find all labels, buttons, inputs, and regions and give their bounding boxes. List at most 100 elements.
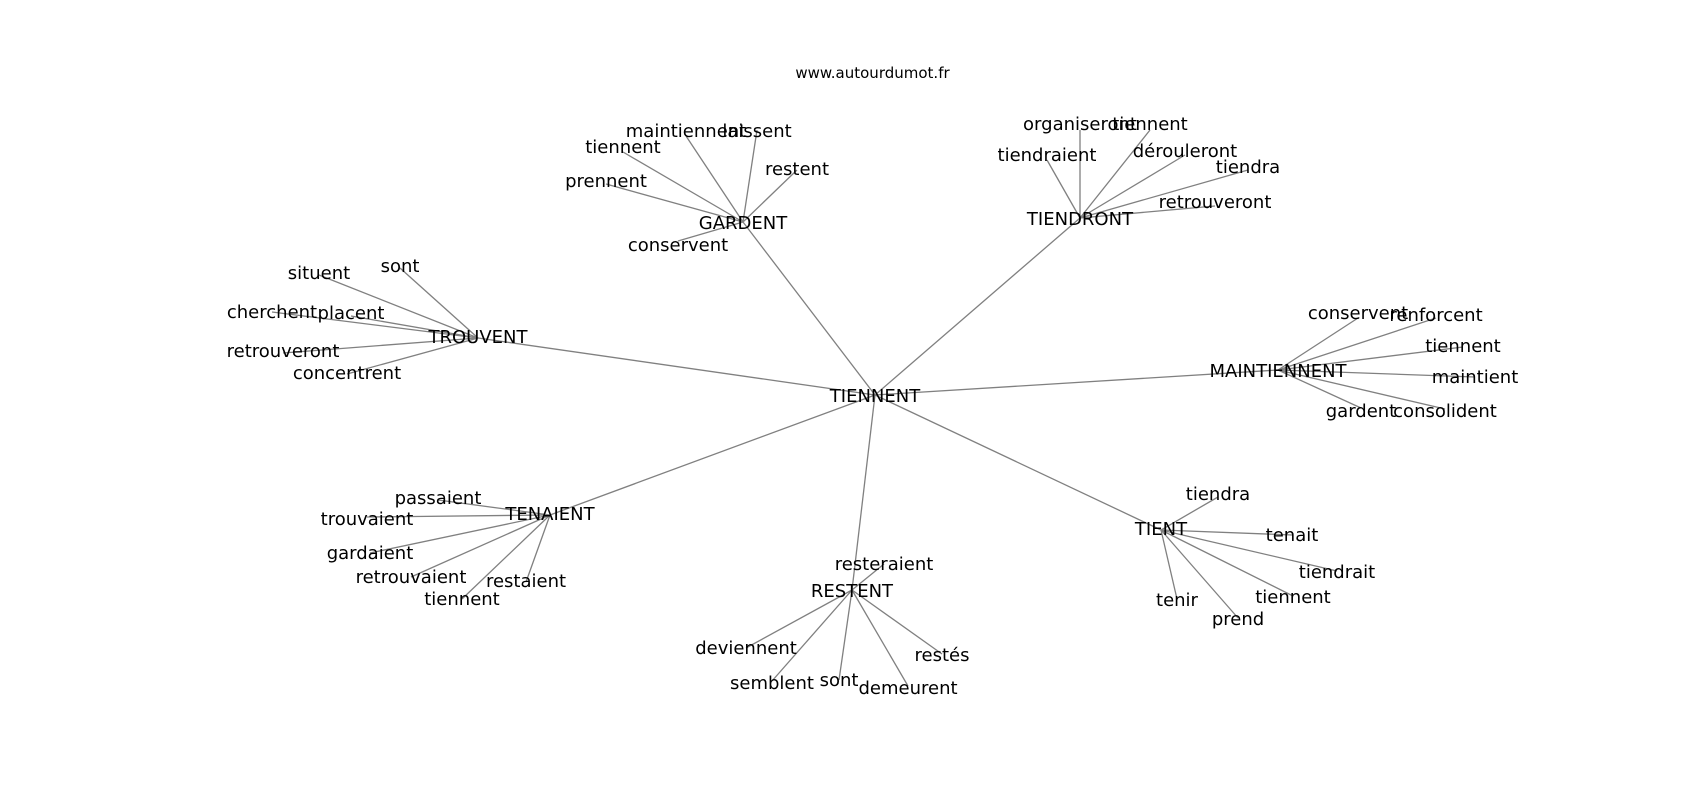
edge-hub-5-leaf-3 xyxy=(771,589,853,682)
center-node-label: TIENNENT xyxy=(829,386,921,407)
leaf-node-label: tiennent xyxy=(1112,114,1188,135)
edge-hub-3-leaf-3 xyxy=(1277,369,1476,378)
edge-hub-5-leaf-1 xyxy=(745,589,853,649)
leaf-node-label: tiennent xyxy=(585,137,661,158)
edge-hub-0-leaf-0 xyxy=(685,135,744,223)
edge-hub-1-leaf-2 xyxy=(1046,159,1081,219)
edge-hub-3-leaf-2 xyxy=(1277,346,1464,371)
edge-hub-6-leaf-4 xyxy=(1160,529,1178,600)
edge-hub-3-leaf-4 xyxy=(1277,369,1362,409)
edge-hub-2-leaf-1 xyxy=(399,267,479,339)
leaf-node-label: trouvaient xyxy=(321,509,414,530)
edge-hub-6-leaf-3 xyxy=(1160,529,1294,597)
watermark: www.autourdumot.fr xyxy=(795,64,950,82)
leaf-node-label: prennent xyxy=(565,171,647,192)
edge-hub-4-leaf-2 xyxy=(369,514,551,554)
edge-hub-2-leaf-2 xyxy=(271,311,479,339)
leaf-node-label: tenait xyxy=(1266,525,1319,546)
leaf-node-label: conservent xyxy=(1308,303,1408,324)
edge-hub-1-leaf-5 xyxy=(1079,205,1216,219)
hub-node-label: GARDENT xyxy=(699,213,788,234)
edge-hub-5-leaf-2 xyxy=(851,589,943,655)
leaf-node-label: laissent xyxy=(722,121,791,142)
leaf-node-label: retrouveront xyxy=(1159,192,1272,213)
edge-hub-0-leaf-4 xyxy=(605,183,744,223)
edge-hub-6-leaf-2 xyxy=(1160,529,1338,572)
hub-node-label: TROUVENT xyxy=(428,327,529,348)
edge-hub-4-leaf-3 xyxy=(410,514,551,578)
leaf-node-label: renforcent xyxy=(1389,305,1482,326)
edge-center-hub-3 xyxy=(874,369,1279,396)
edge-hub-2-leaf-3 xyxy=(350,315,479,339)
edge-center-hub-6 xyxy=(874,394,1162,531)
hub-node-label: MAINTIENNENT xyxy=(1209,361,1347,382)
edge-hub-4-leaf-4 xyxy=(525,514,551,583)
hub-node-label: TENAIENT xyxy=(504,504,595,525)
leaf-node-label: tiennent xyxy=(1425,336,1501,357)
edge-hub-3-leaf-1 xyxy=(1277,317,1437,371)
leaf-node-label: maintient xyxy=(1432,367,1519,388)
hub-node-label: TIENT xyxy=(1134,519,1188,540)
leaf-node-label: tiendrait xyxy=(1299,562,1375,583)
edge-hub-5-leaf-4 xyxy=(838,589,853,681)
leaf-node-label: semblent xyxy=(730,673,814,694)
edge-hub-2-leaf-0 xyxy=(318,274,479,339)
leaf-node-label: restés xyxy=(915,645,970,666)
leaf-node-label: retrouvaient xyxy=(356,567,467,588)
leaf-node-label: placent xyxy=(318,303,385,324)
leaf-node-label: tiendra xyxy=(1186,484,1250,505)
edge-hub-2-leaf-5 xyxy=(346,337,479,375)
leaf-node-label: tiendra xyxy=(1216,157,1280,178)
edge-hub-4-leaf-5 xyxy=(461,514,551,600)
leaf-node-label: cherchent xyxy=(227,302,317,323)
leaf-node-label: tenir xyxy=(1156,590,1199,611)
leaf-node-label: organiseront xyxy=(1023,114,1137,135)
leaf-node-label: gardaient xyxy=(327,543,414,564)
edge-hub-4-leaf-0 xyxy=(437,499,551,516)
edge-hub-6-leaf-5 xyxy=(1160,529,1239,619)
edge-hub-1-leaf-3 xyxy=(1079,154,1186,219)
leaf-node-label: demeurent xyxy=(858,678,957,699)
edge-hub-3-leaf-0 xyxy=(1277,317,1359,371)
leaf-node-label: concentrent xyxy=(293,363,401,384)
edge-hub-1-leaf-1 xyxy=(1079,129,1151,219)
leaf-node-label: sont xyxy=(381,256,420,277)
edge-hub-0-leaf-5 xyxy=(677,221,744,242)
graph-edges xyxy=(271,129,1476,687)
edge-center-hub-1 xyxy=(874,217,1081,396)
leaf-node-label: passaient xyxy=(395,488,482,509)
edge-hub-0-leaf-2 xyxy=(622,151,744,223)
leaf-node-label: consolident xyxy=(1393,401,1497,422)
leaf-node-label: maintiennent xyxy=(626,121,746,142)
leaf-node-label: retrouveront xyxy=(227,341,340,362)
leaf-node-label: situent xyxy=(288,263,350,284)
edge-hub-2-leaf-4 xyxy=(282,337,479,354)
edge-center-hub-4 xyxy=(549,394,876,516)
edge-hub-3-leaf-5 xyxy=(1277,369,1446,410)
leaf-node-label: resteraient xyxy=(835,554,934,575)
edge-hub-4-leaf-1 xyxy=(366,514,551,518)
edge-center-hub-2 xyxy=(477,337,876,396)
edge-hub-5-leaf-5 xyxy=(851,589,909,687)
edge-hub-0-leaf-1 xyxy=(742,129,758,223)
edge-hub-0-leaf-3 xyxy=(742,169,798,223)
leaf-node-label: tiennent xyxy=(424,589,500,610)
leaf-node-label: prend xyxy=(1212,609,1264,630)
edge-hub-5-leaf-0 xyxy=(851,563,885,591)
hub-node-label: RESTENT xyxy=(811,581,894,602)
leaf-node-label: deviennent xyxy=(695,638,797,659)
leaf-node-label: restaient xyxy=(486,571,566,592)
hub-node-label: TIENDRONT xyxy=(1026,209,1134,230)
leaf-node-label: conservent xyxy=(628,235,728,256)
edge-hub-6-leaf-1 xyxy=(1160,529,1293,536)
leaf-node-label: gardent xyxy=(1326,401,1397,422)
edge-hub-1-leaf-4 xyxy=(1079,169,1249,219)
leaf-node-label: restent xyxy=(765,159,829,180)
edge-center-hub-5 xyxy=(851,394,876,591)
edge-hub-6-leaf-0 xyxy=(1160,496,1219,531)
leaf-node-label: tiendraient xyxy=(998,145,1097,166)
leaf-node-label: sont xyxy=(820,670,859,691)
leaf-node-label: tiennent xyxy=(1255,587,1331,608)
edge-center-hub-0 xyxy=(742,221,876,396)
